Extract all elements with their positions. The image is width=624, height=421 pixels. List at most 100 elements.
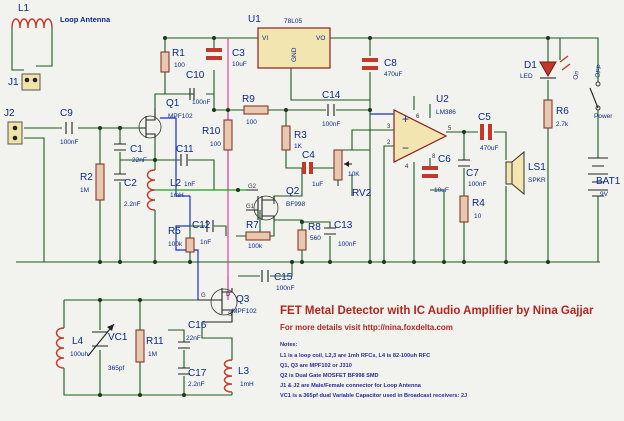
potentiometer-rv2: RV2 10K [333, 149, 372, 199]
l3-ref: L3 [238, 366, 250, 377]
q3-pin-d: D [226, 292, 231, 298]
c14-ref: C14 [322, 90, 341, 101]
l4-value: 100uh [70, 351, 88, 358]
c15-value: 100nF [276, 285, 294, 292]
u1-gnd: GND [291, 47, 298, 62]
wire [24, 137, 45, 262]
r10-ref: R10 [202, 126, 221, 137]
u2-pin3: 3 [387, 124, 391, 130]
c6-ref: C6 [438, 154, 451, 165]
u2-pin2: 2 [387, 140, 391, 146]
resistor-r9: R9 100 [242, 94, 269, 126]
j1-ref: J1 [8, 77, 19, 88]
ls1-ref: LS1 [528, 162, 546, 173]
r8-value: 560 [310, 235, 321, 242]
wire [351, 129, 394, 150]
resistor-r5: R5 100k [168, 226, 195, 253]
wire [190, 225, 227, 236]
r7-value: 100k [248, 243, 263, 250]
c5-ref: C5 [478, 112, 491, 123]
u2-plus: + [402, 112, 409, 126]
capacitor-c9: C9 100nF [60, 108, 78, 146]
ls1-value: SPKR [528, 177, 546, 184]
c10-value: 100nF [192, 99, 210, 106]
u2-pin8: 8 [432, 154, 436, 160]
mosfet-q2: Q2 BF998 G2 G1 [246, 184, 306, 221]
r4-ref: R4 [472, 198, 485, 209]
c13-ref: C13 [334, 220, 353, 231]
capacitor-c6: C6 10uF [422, 154, 451, 194]
c11-value: 1nF [184, 181, 195, 188]
wire [290, 68, 370, 101]
wire [63, 299, 232, 396]
c12-value: 1nF [200, 239, 211, 246]
resistor-r4: R4 10 [459, 195, 485, 223]
l2-value: 1mH [170, 192, 184, 199]
resistor-r6: R6 2.7k [543, 99, 569, 129]
c3-value: 10uF [232, 61, 247, 68]
u2-value: LM386 [436, 109, 456, 116]
note-line: J1 & J2 are Male/Female connector for Lo… [280, 383, 422, 389]
loop-antenna-l1: L1 Loop Antenna [11, 3, 111, 29]
power-switch: On OFF Power [572, 64, 613, 120]
c13-value: 100nF [338, 241, 356, 248]
c16-ref: C16 [188, 320, 207, 331]
u2-ref: U2 [436, 94, 449, 105]
supply-rail-5v [330, 37, 561, 60]
diagram-subtitle: For more details visit http://nina.foxde… [280, 323, 453, 332]
q1-ref: Q1 [166, 98, 180, 109]
inductor-l4: L4 100uh [55, 327, 88, 369]
bat1-ref: BAT1 [596, 176, 621, 187]
wire [430, 189, 445, 262]
u1-vi: VI [262, 35, 268, 42]
l2-ref: L2 [170, 178, 182, 189]
capacitor-c3: C3 10uF [206, 48, 247, 68]
l3-value: 1mH [240, 381, 254, 388]
c12-ref: C12 [192, 220, 211, 231]
resistor-r2: R2 1M [80, 163, 105, 201]
c8-ref: C8 [384, 58, 397, 69]
q1-value: MPF102 [168, 113, 193, 120]
r5-value: 100k [168, 241, 183, 248]
d1-value: LED [520, 73, 533, 80]
capacitor-c12: C12 1nF [192, 220, 214, 246]
switch-power-label: Power [594, 113, 613, 120]
connector-j1: J1 [8, 73, 41, 91]
r7-ref: R7 [246, 220, 259, 231]
resistor-r11: R11 1M [135, 329, 164, 363]
capacitor-c1: C1 22nF [114, 143, 147, 164]
c5-value: 470uF [480, 145, 498, 152]
u2-pin4: 4 [405, 164, 409, 170]
diagram-title: FET Metal Detector with IC Audio Amplifi… [280, 305, 594, 317]
rv2-value: 10K [348, 171, 360, 178]
note-line: L1 is a loop coil, L2,3 are 1mh RFCs, L4… [280, 353, 430, 359]
resistor-r10: R10 100 [202, 119, 233, 151]
capacitor-c10: C10 100nF [186, 70, 210, 106]
vc1-ref: VC1 [108, 332, 128, 343]
q2-pin-g1: G1 [246, 204, 255, 210]
transistor-q3: Q3 MPF102 G D S [198, 288, 257, 323]
led-d1: D1 LED [520, 55, 571, 80]
c9-ref: C9 [60, 108, 73, 119]
resistor-r1: R1 100 [160, 48, 185, 73]
capacitor-c7: C7 100nF [458, 159, 486, 188]
r11-value: 1M [148, 351, 157, 358]
d1-ref: D1 [524, 60, 537, 71]
note-line: Q2 is Dual Gate MOSFET BF998 SMD [280, 373, 379, 379]
u2-pin6: 6 [416, 114, 420, 120]
capacitor-c14: C14 100nF [322, 90, 341, 128]
u1-vo: VO [316, 35, 325, 42]
inductor-l3: L3 1mH [223, 359, 254, 393]
c1-ref: C1 [130, 144, 143, 155]
resistor-r3: R3 1K [281, 125, 307, 151]
wire [238, 262, 293, 277]
rv2-ref: RV2 [352, 188, 372, 199]
c2-value: 2.2nF [124, 201, 141, 208]
c16-value: 22nF [186, 335, 201, 342]
r1-value: 100 [174, 62, 185, 69]
c17-value: 2.2nF [188, 381, 205, 388]
c15-ref: C15 [274, 272, 293, 283]
u1-ref: U1 [248, 14, 261, 25]
switch-off-label: OFF [594, 64, 603, 78]
